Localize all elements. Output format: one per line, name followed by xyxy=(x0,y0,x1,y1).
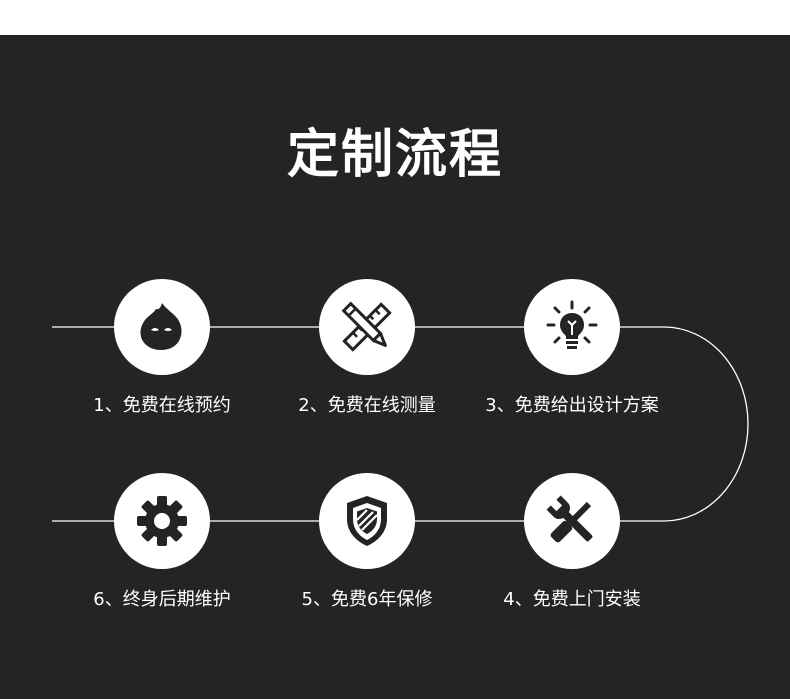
step-4-label: 4、免费上门安装 xyxy=(503,589,641,610)
lightbulb-icon xyxy=(546,300,598,349)
page-title: 定制流程 xyxy=(286,125,503,185)
step-3-icon-circle xyxy=(524,279,620,375)
step-3: 3、免费给出设计方案 xyxy=(467,279,677,439)
dark-background-panel xyxy=(0,35,790,699)
step-2-label: 2、免费在线测量 xyxy=(298,395,436,416)
step-4: 4、免费上门安装 xyxy=(467,473,677,633)
step-5-icon-circle xyxy=(319,473,415,569)
gear-icon xyxy=(137,496,187,546)
step-6: 6、终身后期维护 xyxy=(57,473,267,633)
ruler-pencil-icon xyxy=(341,301,392,352)
step-2-icon-circle xyxy=(319,279,415,375)
step-3-label: 3、免费给出设计方案 xyxy=(485,395,659,416)
step-1-icon-circle xyxy=(114,279,210,375)
chat-bubble-icon xyxy=(140,303,182,350)
screwdriver-wrench-icon xyxy=(546,495,593,543)
step-1: 1、免费在线预约 xyxy=(57,279,267,439)
shield-icon xyxy=(347,496,387,546)
step-4-icon-circle xyxy=(524,473,620,569)
step-2: 2、免费在线测量 xyxy=(262,279,472,439)
step-5: 5、免费6年保修 xyxy=(262,473,472,633)
step-5-label: 5、免费6年保修 xyxy=(301,589,433,610)
step-1-label: 1、免费在线预约 xyxy=(93,395,231,416)
step-6-icon-circle xyxy=(114,473,210,569)
step-6-label: 6、终身后期维护 xyxy=(93,589,231,610)
